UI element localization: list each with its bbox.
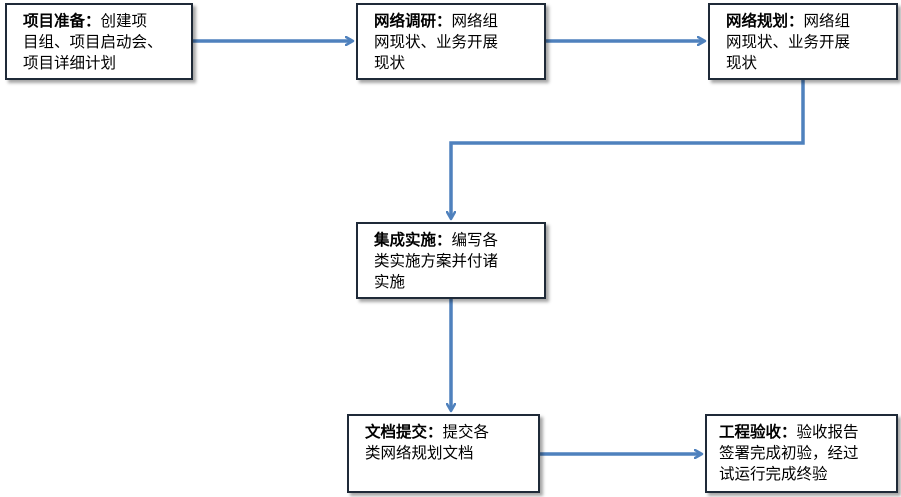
step-title: 文档提交： [365, 423, 443, 441]
step-text-line: 签署完成初验，经过 [719, 444, 859, 462]
step-box-project-preparation: 项目准备：创建项 目组、项目启动会、 项目详细计划 [5, 3, 193, 80]
step-title: 网络调研： [374, 12, 452, 30]
step-text-line: 网现状、业务开展 [726, 33, 851, 51]
step-title: 网络规划： [726, 12, 804, 30]
step-box-integration-implementation: 集成实施：编写各 类实施方案并付诸 实施 [356, 222, 546, 299]
step-text-line: 验收报告 [796, 423, 859, 441]
step-text-line: 提交各 [442, 423, 490, 441]
step-box-network-survey: 网络调研：网络组 网现状、业务开展 现状 [356, 3, 546, 80]
step-text-line: 创建项 [100, 12, 148, 30]
step-box-project-acceptance: 工程验收：验收报告 签署完成初验，经过 试运行完成终验 [705, 414, 898, 493]
step-text-line: 编写各 [451, 231, 499, 249]
step-box-network-planning: 网络规划：网络组 网现状、业务开展 现状 [708, 3, 898, 80]
step-text-line: 项目详细计划 [23, 54, 117, 72]
step-text-line: 试运行完成终验 [719, 465, 828, 483]
step-text-line: 网络组 [451, 12, 499, 30]
step-text-line: 类实施方案并付诸 [374, 252, 499, 270]
step-title: 集成实施： [374, 231, 452, 249]
step-text-line: 目组、项目启动会、 [23, 33, 163, 51]
step-box-document-submission: 文档提交：提交各 类网络规划文档 [347, 414, 540, 493]
step-text-line: 网络组 [803, 12, 851, 30]
step-text-line: 现状 [374, 54, 406, 72]
arrow-plan-to-impl [451, 80, 805, 218]
step-text-line: 类网络规划文档 [365, 444, 474, 462]
step-text-line: 网现状、业务开展 [374, 33, 499, 51]
step-text-line: 现状 [726, 54, 758, 72]
step-title: 项目准备： [23, 12, 101, 30]
step-text-line: 实施 [374, 273, 406, 291]
step-title: 工程验收： [719, 423, 797, 441]
